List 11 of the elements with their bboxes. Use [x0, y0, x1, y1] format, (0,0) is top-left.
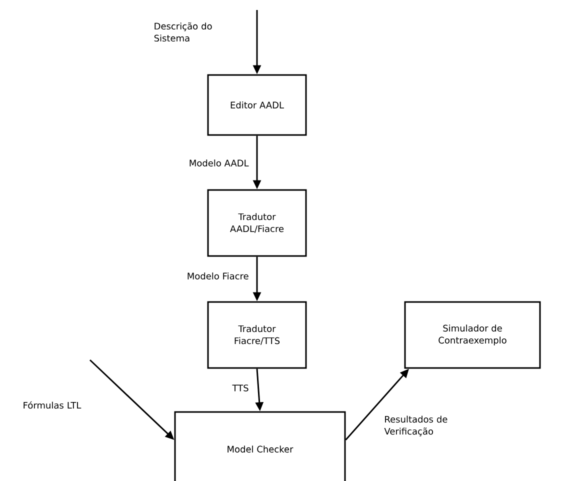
- process-box: Model Checker: [174, 411, 346, 481]
- edge-label: TTS: [232, 384, 248, 392]
- edge-label: Fórmulas LTL: [24, 401, 82, 409]
- process-box: Editor AADL: [207, 74, 307, 136]
- edge-label: Resultados de Verificação: [384, 416, 448, 436]
- edge-label: Modelo AADL: [190, 160, 249, 166]
- edge-label: Modelo Fiacre: [188, 272, 248, 280]
- process-box: Tradutor Fiacre/TTS: [207, 301, 307, 369]
- edge-label: Descrição do Sistema: [154, 22, 212, 42]
- process-box: Simulador de Contraexemplo: [404, 301, 541, 369]
- process-box: Tradutor AADL/Fiacre: [207, 189, 307, 257]
